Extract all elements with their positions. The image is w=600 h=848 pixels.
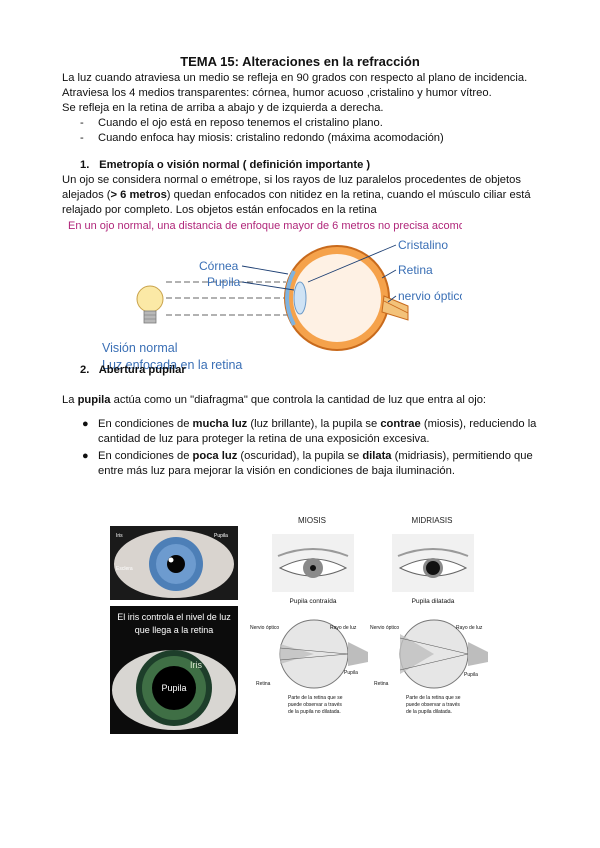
iris-photo: Iris Pupila Esclera: [110, 526, 238, 600]
bold-pupila: pupila: [77, 394, 111, 406]
label-nervio-optico-right: Nervio óptico: [370, 625, 399, 631]
section-2-bullets: ● En condiciones de mucha luz (luz brill…: [62, 417, 552, 479]
pupila-text: Pupila: [161, 683, 186, 693]
section-2-number: 2.: [80, 364, 90, 376]
bold-run: dilata: [362, 450, 392, 462]
label-cristalino: Cristalino: [398, 238, 448, 252]
eye-section-midriasis-icon: [399, 619, 488, 689]
section-2-heading: 2. Abertura pupilar: [62, 363, 542, 378]
bullet-poca-luz: ● En condiciones de poca luz (oscuridad)…: [62, 449, 552, 479]
intro-line-1: La luz cuando atraviesa un medio se refl…: [62, 72, 528, 84]
text-run: En condiciones de: [98, 450, 193, 462]
figure-1-caption: En un ojo normal, una distancia de enfoq…: [68, 220, 462, 232]
eye-section-miosis-icon: [279, 619, 368, 689]
note-right-2: puede observar a través: [406, 702, 460, 708]
bullet-2-line-1: En condiciones de poca luz (oscuridad), …: [98, 449, 552, 464]
label-pupila-right: Pupila: [464, 672, 478, 678]
label-retina: Retina: [398, 263, 433, 277]
label-pupila: Pupila: [207, 275, 241, 289]
text-run: En condiciones de: [98, 418, 193, 430]
intro-line-2: Atraviesa los 4 medios transparentes: có…: [62, 87, 492, 99]
intro-line-3: Se refleja en la retina de arriba a abaj…: [62, 102, 384, 114]
miosis-midriasis-figure: MIOSIS MIDRIASIS Pupila contraída Pupila…: [250, 516, 488, 715]
eye-dilated-icon: [392, 534, 474, 592]
iris-banner-line-2: que llega a la retina: [135, 625, 214, 635]
note-left-1: Parte de la retina que se: [288, 695, 343, 701]
section-2: 2. Abertura pupilar: [62, 363, 542, 378]
label-luz-enfocada: Luz enfocada en la retina: [102, 358, 242, 372]
eye-diagram-icon: [284, 245, 409, 351]
label-rayo-luz-left: Rayo de luz: [330, 625, 357, 631]
bullet-2-line-2: entre más luz para mejorar la visión en …: [98, 465, 455, 477]
bullet-mucha-luz: ● En condiciones de mucha luz (luz brill…: [62, 417, 552, 447]
iris-control-figure: El iris controla el nivel de luz que lle…: [110, 606, 238, 734]
midriasis-heading: MIDRIASIS: [412, 516, 453, 525]
label-rayo-luz-right: Rayo de luz: [456, 625, 483, 631]
bullet-dot-icon: ●: [82, 418, 89, 430]
label-pupila-contraida: Pupila contraída: [290, 598, 337, 605]
text-run: (midriasis), permitiendo que: [391, 450, 533, 462]
leader-lines: [241, 244, 397, 303]
intro-dash-1: Cuando el ojo está en reposo tenemos el …: [62, 116, 542, 131]
text-run: La: [62, 394, 78, 406]
bullet-dot-icon: ●: [82, 450, 89, 462]
bold-run: mucha luz: [192, 418, 248, 430]
section-2-title: Abertura pupilar: [98, 364, 186, 376]
iris-photo-label-pupila: Pupila: [214, 533, 228, 539]
text-run: (oscuridad), la pupila se: [237, 450, 363, 462]
section-2-intro: La pupila actúa como un "diafragma" que …: [62, 393, 542, 408]
normal-vision-figure: En un ojo normal, una distancia de enfoq…: [68, 220, 462, 372]
page-title: TEMA 15: Alteraciones en la refracción: [180, 54, 420, 69]
section-2-paragraph: La pupila actúa como un "diafragma" que …: [62, 393, 542, 408]
section-1: 1. Emetropía o visión normal ( definició…: [62, 158, 542, 218]
label-pupila-dilatada: Pupila dilatada: [412, 598, 455, 605]
text-run: (luz brillante), la pupila se: [247, 418, 381, 430]
bold-run: contrae: [380, 418, 421, 430]
text-run: alejados (: [62, 189, 111, 201]
bullet-1-line-2: cantidad de luz para proteger la retina …: [98, 433, 430, 445]
section-1-heading: 1. Emetropía o visión normal ( definició…: [62, 158, 542, 173]
note-right-1: Parte de la retina que se: [406, 695, 461, 701]
bullet-1-line-1: En condiciones de mucha luz (luz brillan…: [98, 417, 552, 432]
iris-photo-label-iris: Iris: [116, 533, 123, 539]
iris-banner-line-1: El iris controla el nivel de luz: [117, 612, 231, 622]
section-1-line-1: Un ojo se considera normal o emétrope, s…: [62, 174, 521, 186]
label-cornea: Córnea: [199, 259, 239, 273]
note-left-3: de la pupila no dilatada.: [288, 709, 341, 715]
bold-distance: > 6 metros: [110, 189, 167, 201]
label-retina-right: Retina: [374, 681, 389, 687]
light-bulb-icon: [136, 285, 164, 324]
section-1-title: Emetropía o visión normal ( definición i…: [99, 159, 371, 171]
label-nervio-optico-left: Nervio óptico: [250, 625, 279, 631]
text-run: ) quedan enfocados con nitidez en la ret…: [166, 189, 531, 201]
section-1-line-2: alejados (> 6 metros) quedan enfocados c…: [62, 188, 542, 203]
section-1-number: 1.: [80, 159, 90, 171]
iris-photo-label-esclera: Esclera: [116, 566, 133, 572]
intro-block: La luz cuando atraviesa un medio se refl…: [62, 71, 542, 146]
label-pupila-left: Pupila: [344, 670, 358, 676]
text-run: actúa como un "diafragma" que controla l…: [110, 394, 487, 406]
iris-text: Iris: [190, 660, 202, 670]
label-vision-normal: Visión normal: [102, 341, 178, 355]
note-left-2: puede observar a través: [288, 702, 342, 708]
miosis-heading: MIOSIS: [298, 516, 326, 525]
text-run: (miosis), reduciendo la: [420, 418, 537, 430]
eye-contracted-icon: [272, 534, 354, 592]
section-1-line-3: relajado por completo. Los objetos están…: [62, 204, 377, 216]
bold-run: poca luz: [192, 450, 238, 462]
note-right-3: de la pupila dilatada.: [406, 709, 452, 715]
label-nervio-optico: nervio óptico: [398, 289, 462, 303]
label-retina-left: Retina: [256, 681, 271, 687]
intro-dash-2: Cuando enfoca hay miosis: cristalino red…: [62, 131, 542, 146]
